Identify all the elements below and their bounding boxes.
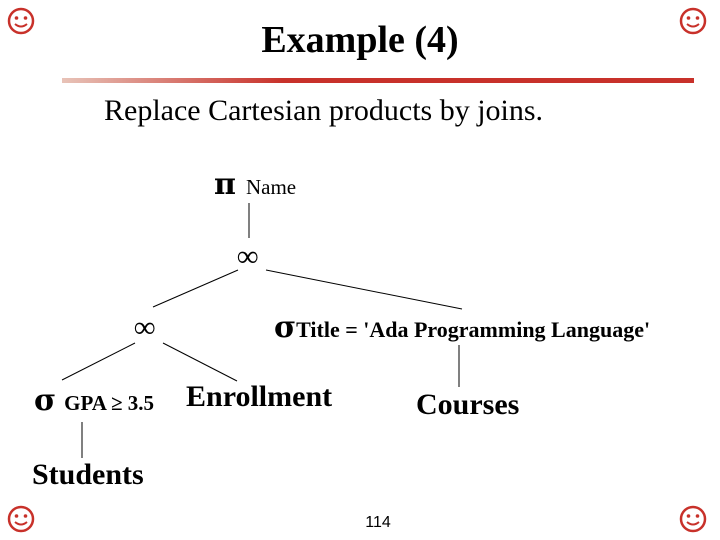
page-number: 114	[365, 514, 391, 531]
gpa-selection-node: σ GPA ≥ 3.5	[34, 383, 154, 418]
slide-title: Example (4)	[261, 19, 459, 61]
join-top-node: ∞	[237, 240, 259, 273]
enrollment-node: Enrollment	[186, 380, 333, 413]
smiley-icon	[7, 7, 35, 35]
smiley-icon	[7, 505, 35, 533]
pi-symbol: π	[214, 167, 236, 202]
students-node: Students	[32, 458, 144, 491]
title-underline	[62, 78, 694, 83]
slide-subtitle: Replace Cartesian products by joins.	[104, 94, 544, 127]
title-condition: Title = 'Ada Programming Language'	[296, 317, 651, 342]
projection-node: π Name	[214, 167, 296, 202]
sigma-symbol: σ	[34, 383, 57, 418]
title-selection-node: σTitle = 'Ada Programming Language'	[274, 310, 650, 345]
smiley-icon	[679, 7, 707, 35]
courses-node: Courses	[416, 388, 520, 421]
sigma-symbol: σ	[274, 310, 297, 345]
join-left-node: ∞	[134, 311, 156, 344]
projection-attribute: Name	[245, 175, 297, 199]
smiley-icon	[679, 505, 707, 533]
gpa-condition: GPA ≥ 3.5	[64, 391, 155, 415]
